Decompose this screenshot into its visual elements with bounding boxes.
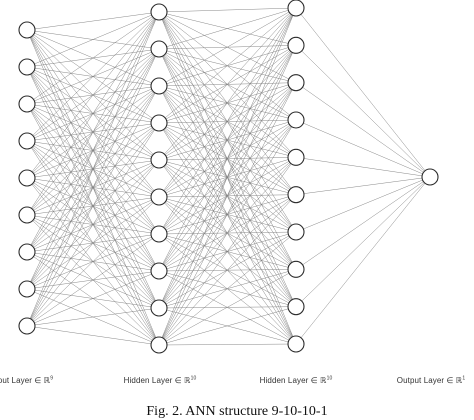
connection-hidden1-9-to-hidden2-0 [158, 7, 297, 346]
connection-hidden1-9-to-hidden2-7 [158, 269, 297, 346]
connection-input-8-to-hidden1-5 [26, 196, 160, 327]
connection-hidden1-3-to-hidden2-0 [158, 7, 297, 124]
connection-hidden1-9-to-hidden2-2 [158, 82, 297, 346]
connection-input-8-to-hidden1-2 [26, 85, 160, 327]
connection-input-2-to-hidden1-0 [26, 11, 160, 105]
input-neuron-4 [18, 132, 36, 150]
hidden2-neuron-3 [287, 74, 305, 92]
hidden2-neuron-1 [287, 0, 305, 17]
connection-hidden1-5-to-hidden2-0 [158, 7, 297, 198]
connection-hidden1-1-to-hidden2-0 [158, 7, 297, 50]
input-neuron-7 [18, 243, 36, 261]
output-neuron-1 [421, 168, 439, 186]
hidden-layer-1-label: Hidden Layer ∈ ℝ10 [123, 375, 197, 385]
connection-hidden1-9-to-hidden2-3 [158, 119, 297, 346]
hidden2-neuron-5 [287, 148, 305, 166]
connection-hidden1-9-to-hidden2-5 [158, 194, 297, 346]
hidden1-neuron-5 [150, 151, 168, 169]
hidden2-neuron-10 [287, 335, 305, 353]
connection-hidden2-6-to-output-0 [295, 176, 431, 233]
connection-input-8-to-hidden1-0 [26, 11, 160, 327]
connection-input-8-to-hidden1-6 [26, 233, 160, 327]
connection-hidden2-2-to-output-0 [295, 82, 431, 178]
connection-input-8-to-hidden1-8 [26, 307, 160, 327]
connection-hidden1-0-to-hidden2-0 [158, 7, 297, 13]
hidden2-neuron-9 [287, 298, 305, 316]
connection-hidden2-5-to-output-0 [295, 176, 431, 195]
connection-input-4-to-hidden1-0 [26, 11, 160, 179]
input-neuron-2 [18, 58, 36, 76]
hidden1-neuron-7 [150, 225, 168, 243]
connection-hidden2-9-to-output-0 [295, 176, 431, 345]
connection-input-1-to-hidden1-0 [26, 11, 160, 68]
connection-hidden1-4-to-hidden2-0 [158, 7, 297, 161]
hidden2-neuron-7 [287, 223, 305, 241]
connection-hidden2-1-to-output-0 [295, 45, 431, 178]
connection-hidden2-7-to-output-0 [295, 176, 431, 270]
connection-input-7-to-hidden1-0 [26, 11, 160, 290]
connection-input-8-to-hidden1-3 [26, 122, 160, 327]
connection-hidden1-8-to-hidden2-0 [158, 7, 297, 309]
connection-input-8-to-hidden1-9 [26, 325, 160, 346]
connection-hidden1-9-to-hidden2-9 [158, 343, 297, 346]
connections [26, 7, 431, 346]
connection-input-5-to-hidden1-0 [26, 11, 160, 216]
hidden1-neuron-9 [150, 299, 168, 317]
output-layer-label: Output Layer ∈ ℝ1 [396, 375, 466, 385]
input-neuron-9 [18, 317, 36, 335]
connection-input-3-to-hidden1-0 [26, 11, 160, 142]
hidden1-neuron-10 [150, 336, 168, 354]
hidden1-neuron-8 [150, 262, 168, 280]
input-neuron-1 [18, 21, 36, 39]
connection-input-0-to-hidden1-0 [26, 11, 160, 31]
hidden1-neuron-1 [150, 3, 168, 21]
hidden1-neuron-4 [150, 114, 168, 132]
connection-hidden1-9-to-hidden2-1 [158, 45, 297, 346]
connection-hidden1-2-to-hidden2-0 [158, 7, 297, 87]
input-neuron-6 [18, 206, 36, 224]
input-neuron-3 [18, 95, 36, 113]
connection-hidden1-9-to-hidden2-6 [158, 231, 297, 346]
input-neuron-8 [18, 280, 36, 298]
hidden2-neuron-4 [287, 111, 305, 129]
figure-caption: Fig. 2. ANN structure 9-10-10-1 [146, 404, 328, 419]
connection-hidden2-3-to-output-0 [295, 119, 431, 178]
hidden-layer-2-label: Hidden Layer ∈ ℝ10 [259, 375, 333, 385]
connection-input-8-to-hidden1-4 [26, 159, 160, 327]
connection-hidden1-9-to-hidden2-4 [158, 157, 297, 346]
hidden1-neuron-2 [150, 40, 168, 58]
connection-input-8-to-hidden1-7 [26, 270, 160, 327]
connection-input-6-to-hidden1-0 [26, 11, 160, 253]
connection-hidden2-0-to-output-0 [295, 7, 431, 178]
connection-hidden2-8-to-output-0 [295, 176, 431, 307]
hidden2-neuron-6 [287, 186, 305, 204]
hidden2-neuron-2 [287, 36, 305, 54]
hidden1-neuron-3 [150, 77, 168, 95]
input-neuron-5 [18, 169, 36, 187]
input-layer-label: Input Layer ∈ ℝ9 [0, 375, 54, 385]
connection-hidden1-6-to-hidden2-0 [158, 7, 297, 235]
connection-input-8-to-hidden1-1 [26, 48, 160, 327]
hidden1-neuron-6 [150, 188, 168, 206]
neurons [18, 0, 439, 354]
connection-hidden2-4-to-output-0 [295, 157, 431, 178]
hidden2-neuron-8 [287, 260, 305, 278]
connection-hidden1-7-to-hidden2-0 [158, 7, 297, 272]
connection-hidden1-9-to-hidden2-8 [158, 306, 297, 346]
